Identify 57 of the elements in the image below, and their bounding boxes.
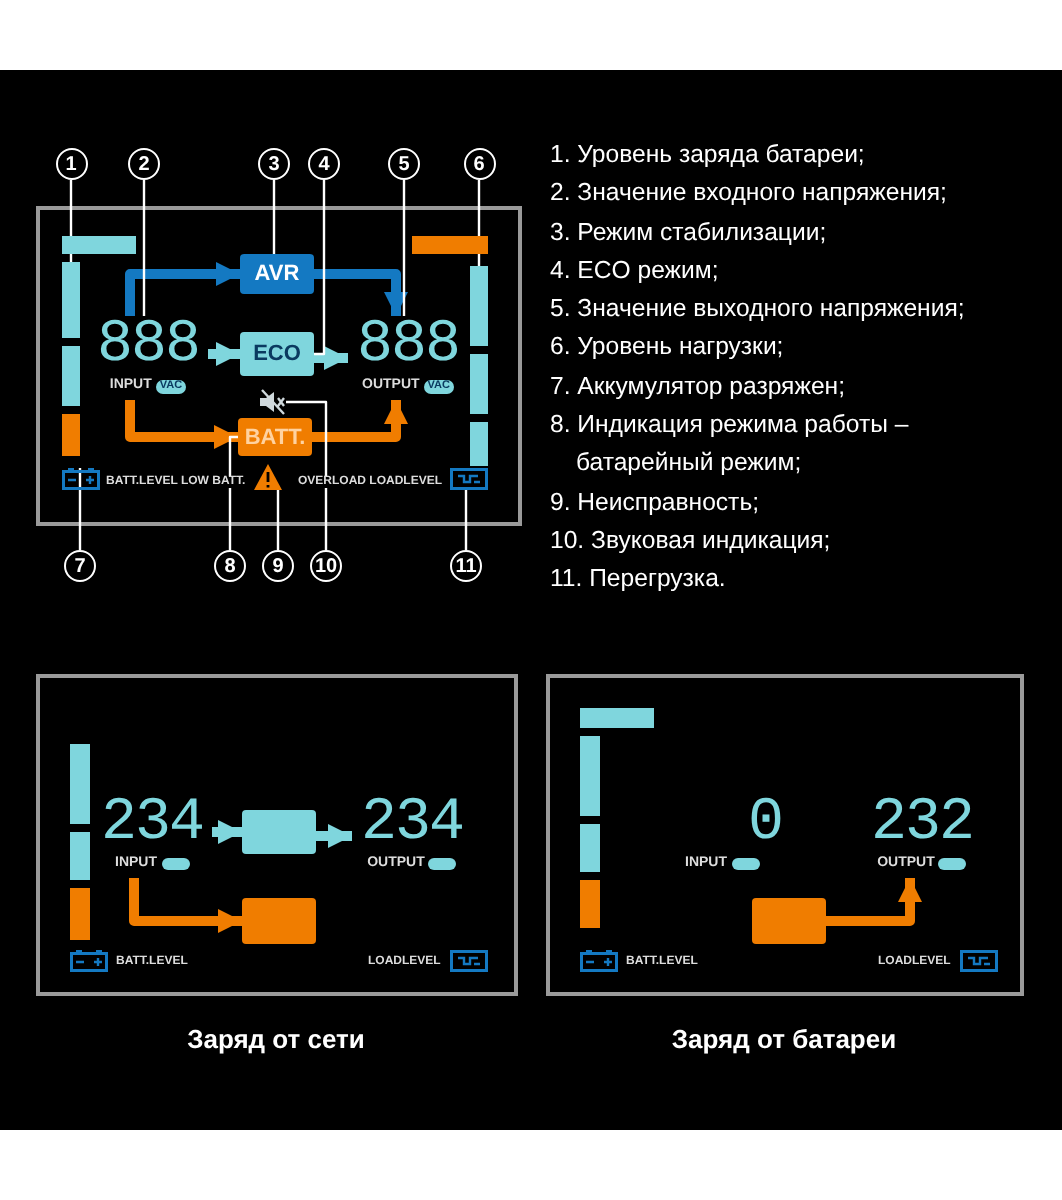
lcd-panel [546,674,1024,996]
leader-line [402,180,406,316]
arrow [129,878,242,933]
arrow [314,269,408,316]
arrow [208,342,240,366]
mode-indicator [242,810,316,854]
leader-line [272,180,276,254]
leader-line [314,180,326,356]
arrow [312,400,408,442]
leader-line [228,435,238,550]
voltage-readout: 234 [98,794,205,854]
voltage-readout: 234 [358,794,465,854]
legend-item: 1. Уровень заряда батареи; [550,138,867,172]
voltage-readout: 0 [745,794,782,854]
legend-item: 7. Аккумулятор разряжен; [550,369,847,404]
voltage-readout: 232 [868,794,975,854]
panel-caption: Заряд от сети [187,1024,365,1054]
legend-item: 8. Индикация режима работы – батарейный режим; [550,408,911,481]
legend-item: 10. Звуковая индикация; [550,523,833,558]
arrow [314,346,348,370]
battery-level-bar [62,262,80,456]
load-icon [450,468,488,490]
legend-item: 4. ECO режим; [550,253,721,288]
arrow [212,820,242,844]
voltage-readout: 888 [94,316,201,376]
voltage-readout: 888 [354,316,461,376]
leader-line [78,468,82,550]
leader-line [276,490,280,550]
legend-item: 9. Неисправность; [550,485,762,520]
leader-line [142,180,146,316]
warning-icon [254,464,282,490]
legend-item: 11. Перегрузка. [550,562,728,597]
legend-item: 6. Уровень нагрузки; [550,330,786,365]
arrow [826,878,922,926]
mode-indicator [242,898,316,944]
leader-line [286,400,328,550]
leader-line [464,490,468,550]
arrow [125,262,240,316]
leader-line [69,180,73,262]
lcd-panel [36,674,518,996]
lcd-panel [36,206,522,526]
mode-indicator: ECO [240,332,314,376]
arrow [125,400,238,449]
legend-item: 5. Значение выходного напряжения; [550,292,967,327]
legend-item: 3. Режим стабилизации; [550,215,829,250]
mode-indicator: AVR [240,254,314,294]
load-level-bar [470,266,488,466]
mode-indicator: BATT. [238,418,312,456]
battery-icon [62,468,100,490]
arrow [316,824,352,848]
mute-icon [258,390,286,414]
mode-indicator [752,898,826,944]
battery-level-bar [70,744,90,940]
leader-line [477,180,481,266]
panel-caption: Заряд от батареи [671,1024,897,1054]
legend-item: 2. Значение входного напряжения; [550,176,949,211]
battery-level-bar [580,736,600,928]
